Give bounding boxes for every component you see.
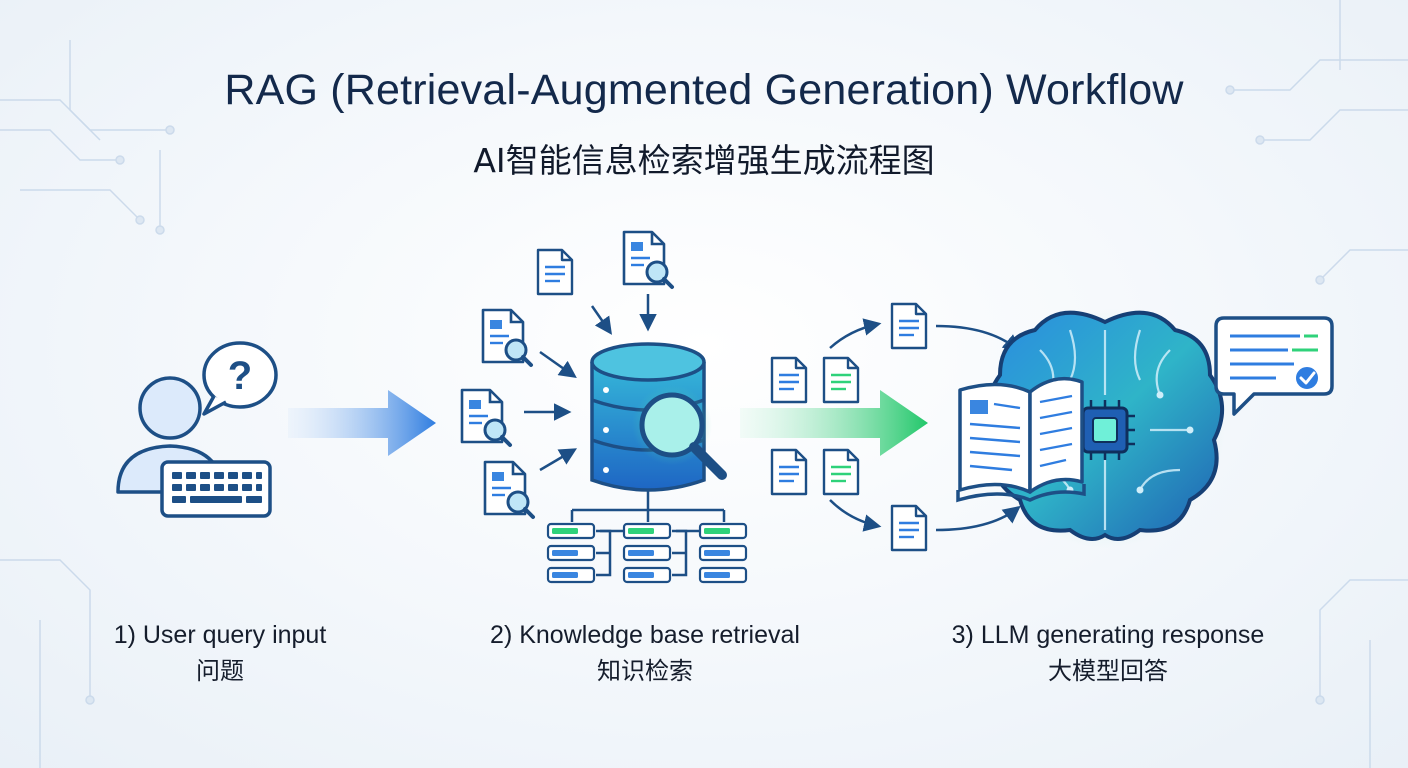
question-bubble-icon: ?: [202, 341, 278, 416]
question-mark: ?: [228, 354, 252, 398]
checkmark-icon: [1294, 365, 1320, 391]
step-1-caption: 1) User query input 问题: [60, 618, 380, 690]
document-icon: [770, 448, 808, 496]
document-icon: [890, 504, 928, 552]
chip-icon: [1075, 400, 1135, 460]
document-search-icon: [483, 460, 535, 519]
flow-arrow-retrieval-to-generation: [740, 390, 928, 456]
step-2-label-zh: 知识检索: [597, 657, 693, 685]
document-icon: [770, 356, 808, 404]
step-2-label: 2) Knowledge base retrieval: [490, 621, 800, 649]
document-icon: [822, 356, 860, 404]
open-book-icon: [956, 376, 1086, 503]
flow-arrow-query-to-retrieval: [288, 390, 436, 456]
magnifier-icon: [632, 385, 727, 480]
diagram-subtitle: AI智能信息检索增强生成流程图: [473, 141, 935, 180]
document-search-icon: [622, 230, 674, 289]
document-search-icon: [481, 308, 533, 367]
response-bubble-icon: [1214, 316, 1334, 416]
document-icon: [890, 302, 928, 350]
step-3-caption: 3) LLM generating response 大模型回答: [908, 618, 1308, 690]
step-3-label-zh: 大模型回答: [1048, 657, 1168, 685]
step-1-label-zh: 问题: [196, 657, 244, 685]
database-tree-connector: [570, 490, 726, 577]
document-search-icon: [460, 388, 512, 447]
keyboard-keys: [172, 472, 262, 503]
diagram-title: RAG (Retrieval-Augmented Generation) Wor…: [224, 66, 1184, 114]
step-3-label: 3) LLM generating response: [951, 621, 1265, 649]
document-icon: [536, 248, 574, 296]
user-query-icon: ?: [116, 341, 278, 518]
step-1-label: 1) User query input: [113, 621, 327, 649]
knowledge-base-icon: [460, 230, 748, 584]
document-icon: [822, 448, 860, 496]
database-records: [546, 522, 748, 584]
step-2-caption: 2) Knowledge base retrieval 知识检索: [455, 618, 835, 690]
